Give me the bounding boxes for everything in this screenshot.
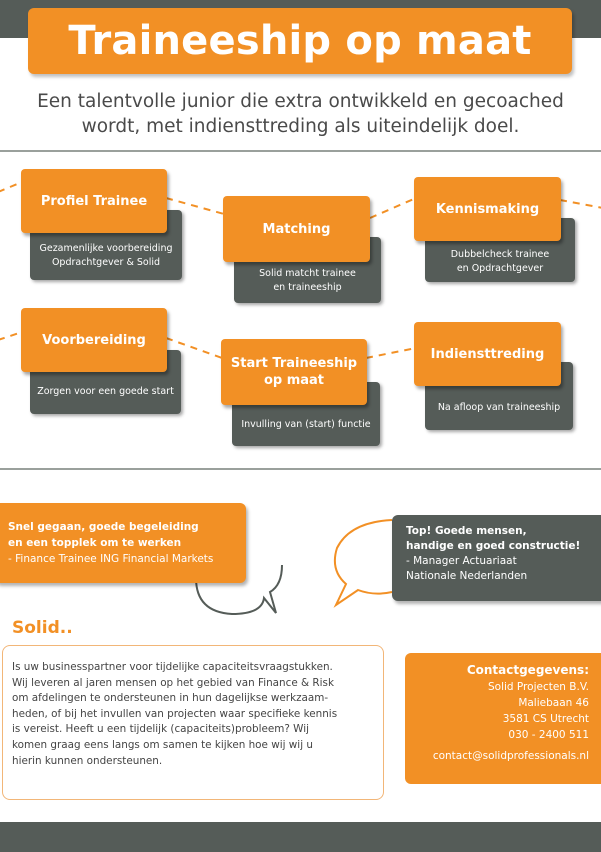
bottom-bar xyxy=(0,822,601,852)
solid-heading: Solid.. xyxy=(12,618,73,638)
step-title: Kennismaking xyxy=(435,201,540,217)
contact-title: Contactgegevens: xyxy=(466,663,589,677)
connector-line xyxy=(559,199,601,209)
about-text-box: Is uw businesspartner voor tijdelijke ca… xyxy=(2,645,384,800)
quote-attribution: - Finance Trainee ING Financial Markets xyxy=(8,553,214,565)
contact-box: Contactgegevens: Solid Projecten B.V. Ma… xyxy=(405,653,601,784)
connector-lines xyxy=(0,181,601,359)
quote-attribution: - Manager Actuariaat xyxy=(406,555,517,567)
step-description-line: Dubbelcheck trainee xyxy=(450,249,550,260)
step-title: Indiensttreding xyxy=(430,346,545,362)
title-banner: Traineeship op maat xyxy=(28,8,572,74)
contact-company: Solid Projecten B.V. xyxy=(487,681,589,693)
testimonial-finance-trainee: Snel gegaan, goede begeleiding en een to… xyxy=(0,503,246,583)
right-bubble-outline xyxy=(333,519,393,608)
step-title: Matching xyxy=(262,221,331,237)
quote-attribution: Nationale Nederlanden xyxy=(406,570,528,582)
connector-line xyxy=(0,331,23,341)
step-title-line: Start Traineeship xyxy=(230,356,358,371)
contact-email-link[interactable]: contact@solidprofessionals.nl xyxy=(432,750,589,762)
about-line: Wij leveren al jaren mensen op het gebie… xyxy=(12,676,334,689)
step-indiensttreding: Indiensttreding xyxy=(414,322,561,386)
about-line: Is uw businesspartner voor tijdelijke ca… xyxy=(12,661,333,673)
about-line: om afdelingen te ondersteunen in hun dag… xyxy=(12,692,329,705)
step-matching: Matching xyxy=(223,196,370,262)
step-description-line: en traineeship xyxy=(273,282,342,293)
quote-line: Top! Goede mensen, xyxy=(406,525,527,537)
about-line: heden, of bij het invullen van projecten… xyxy=(12,707,338,720)
step-voorbereiding: Voorbereiding xyxy=(21,308,167,372)
step-title-line: op maat xyxy=(263,373,325,388)
subtitle-line: Een talentvolle junior die extra ontwikk… xyxy=(37,91,564,112)
step-profiel-trainee: Profiel Trainee xyxy=(21,169,167,233)
about-line: komen graag eens langs om samen te kijke… xyxy=(12,738,313,751)
step-description-line: en Opdrachtgever xyxy=(456,263,544,274)
step-description-line: Gezamenlijke voorbereiding xyxy=(39,243,173,254)
testimonial-manager-actuariaat: Top! Goede mensen, handige en goed const… xyxy=(392,515,601,601)
step-description-line: Invulling van (start) functie xyxy=(241,419,371,430)
contact-city: 3581 CS Utrecht xyxy=(502,713,589,725)
page-title: Traineeship op maat xyxy=(68,18,532,64)
step-description-line: Na afloop van traineeship xyxy=(437,402,561,413)
contact-phone: 030 - 2400 511 xyxy=(508,729,589,741)
step-start-traineeship: Start Traineeship op maat xyxy=(221,339,367,405)
quote-line: handige en goed constructie! xyxy=(406,540,581,552)
subtitle: Een talentvolle junior die extra ontwikk… xyxy=(20,89,581,139)
connector-line xyxy=(165,197,225,215)
step-description-line: Zorgen voor een goede start xyxy=(37,386,174,397)
quote-line: Snel gegaan, goede begeleiding xyxy=(8,521,199,533)
connector-line xyxy=(165,337,223,359)
quote-line: en een topplek om te werken xyxy=(8,537,182,549)
connector-line xyxy=(365,347,417,359)
about-line: is vereist. Heeft u een tijdelijk (capac… xyxy=(12,723,310,736)
step-description-line: Solid matcht trainee xyxy=(259,268,356,279)
connector-line xyxy=(369,197,417,219)
step-title: Voorbereiding xyxy=(42,332,146,348)
subtitle-line: wordt, met indiensttreding als uiteindel… xyxy=(81,116,520,137)
contact-street: Maliebaan 46 xyxy=(518,697,589,709)
step-kennismaking: Kennismaking xyxy=(414,177,561,241)
step-description-line: Opdrachtgever & Solid xyxy=(51,257,161,268)
about-line: hierin kunnen ondersteunen. xyxy=(12,754,163,767)
connector-line xyxy=(0,181,23,193)
step-title: Profiel Trainee xyxy=(40,193,148,209)
